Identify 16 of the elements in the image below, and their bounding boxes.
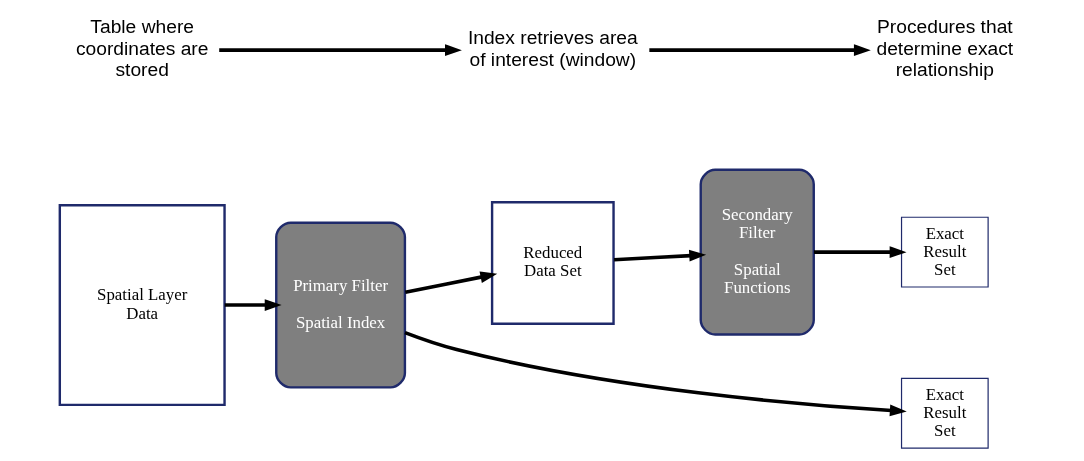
arrow	[614, 249, 707, 262]
node-text: Table where coordinates are stored	[75, 16, 209, 81]
node-box: Reduced Data Set	[490, 201, 615, 325]
node-text: Procedures that determine exact relationship	[876, 16, 1014, 81]
arrow	[224, 299, 282, 311]
node-box: Secondary Filter Spatial Functions	[699, 168, 815, 336]
arrow	[814, 246, 907, 259]
arrow	[404, 330, 907, 417]
arrow	[404, 271, 498, 295]
arrow	[649, 44, 871, 57]
node-box: Spatial Layer Data	[58, 204, 226, 407]
node-box: Exact Result Set	[900, 216, 989, 288]
node-box: Primary Filter Spatial Index	[275, 221, 407, 389]
node-text: Index retrieves area of interest (window)	[467, 26, 638, 70]
node-box: Exact Result Set	[900, 377, 989, 449]
arrow	[219, 44, 462, 57]
